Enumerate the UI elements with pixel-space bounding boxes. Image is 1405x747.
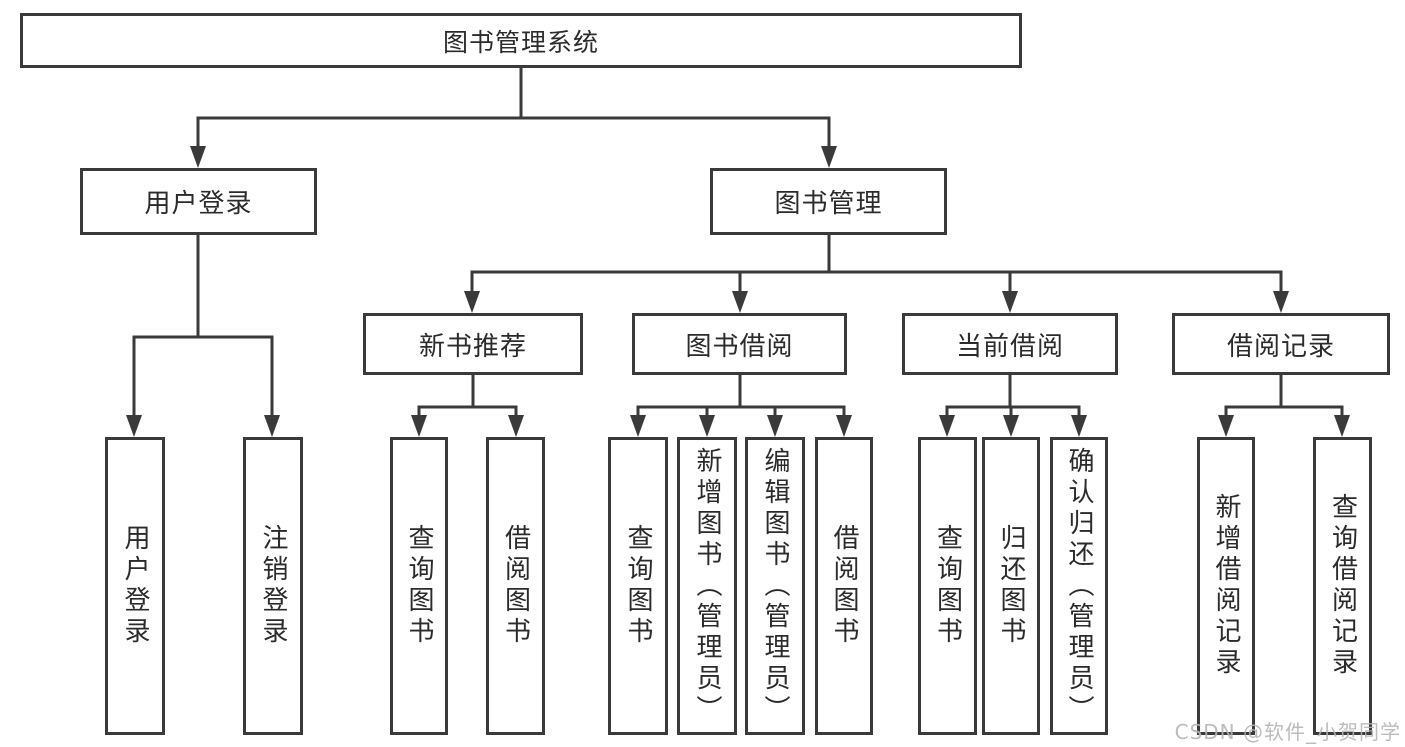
arrow-down-icon [1334, 415, 1350, 437]
arrow-down-icon [732, 291, 748, 313]
arrow-down-icon [836, 415, 852, 437]
leaf-query-borrow-record: 查询借阅记录 [1313, 437, 1372, 735]
connector-leaf-splits [417, 375, 1344, 420]
arrow-down-icon [1002, 291, 1018, 313]
arrow-down-icon [630, 415, 646, 437]
connector-root-split [196, 68, 831, 150]
leaf-label: 借阅图书 [500, 524, 531, 648]
leaf-label: 查询图书 [623, 524, 653, 648]
arrow-down-icon [1071, 415, 1087, 437]
leaf-label: 注销登录 [258, 524, 288, 648]
connector-line-group [132, 68, 1344, 420]
leaf-user-login: 用户登录 [105, 437, 165, 735]
leaf-query-books-borrowing: 查询图书 [608, 437, 668, 735]
node-label: 图书借阅 [685, 331, 794, 362]
arrow-down-icon [464, 291, 480, 313]
arrow-down-icon [939, 415, 955, 437]
node-label: 当前借阅 [955, 331, 1064, 362]
node-borrow-records: 借阅记录 [1172, 313, 1390, 375]
leaf-label: 确认归还（管理员） [1064, 446, 1094, 726]
leaf-label: 用户登录 [120, 524, 150, 648]
leaf-label: 编辑图书（管理员） [760, 446, 790, 726]
leaf-logout: 注销登录 [243, 437, 303, 735]
node-system-root: 图书管理系统 [20, 13, 1022, 68]
node-label: 新书推荐 [418, 331, 527, 362]
leaf-add-books-admin: 新增图书（管理员） [677, 437, 737, 735]
arrow-down-icon [821, 146, 837, 168]
node-label: 图书管理 [774, 189, 883, 219]
node-current-borrowing: 当前借阅 [902, 313, 1118, 375]
leaf-add-borrow-record: 新增借阅记录 [1197, 437, 1255, 735]
arrow-down-icon [1273, 291, 1289, 313]
csdn-watermark: CSDN @软件_小贺同学 [1174, 720, 1401, 744]
leaf-label: 新增借阅记录 [1211, 493, 1241, 679]
node-label: 图书管理系统 [442, 27, 599, 57]
arrow-down-icon [411, 415, 427, 437]
connector-bookmgmt-split [470, 235, 1283, 296]
node-user-login: 用户登录 [80, 168, 317, 235]
arrow-down-icon [767, 415, 783, 437]
node-book-management: 图书管理 [710, 168, 947, 235]
arrow-down-icon [264, 415, 280, 437]
leaf-label: 查询图书 [404, 524, 434, 648]
leaf-label: 归还图书 [996, 524, 1026, 648]
arrow-down-icon [1003, 415, 1019, 437]
leaf-return-books: 归还图书 [982, 437, 1040, 735]
arrow-down-icon [508, 415, 524, 437]
leaf-label: 查询图书 [932, 524, 963, 648]
arrow-down-icon [126, 415, 142, 437]
node-label: 借阅记录 [1226, 331, 1335, 362]
arrow-down-icon [190, 146, 206, 168]
connector-userlogin-split [132, 235, 274, 420]
leaf-borrow-books: 借阅图书 [815, 437, 873, 735]
leaf-label: 查询借阅记录 [1327, 493, 1358, 679]
leaf-label: 借阅图书 [829, 524, 859, 648]
leaf-confirm-return-admin: 确认归还（管理员） [1050, 437, 1108, 735]
leaf-query-books-recommend: 查询图书 [390, 437, 448, 735]
arrow-down-icon [699, 415, 715, 437]
arrowhead-group [126, 146, 1350, 437]
node-label: 用户登录 [144, 189, 253, 219]
leaf-edit-books-admin: 编辑图书（管理员） [745, 437, 805, 735]
node-new-book-recommend: 新书推荐 [363, 313, 583, 375]
leaf-borrow-books-recommend: 借阅图书 [486, 437, 545, 735]
arrow-down-icon [1218, 415, 1234, 437]
leaf-query-books-current: 查询图书 [918, 437, 977, 735]
leaf-label: 新增图书（管理员） [692, 446, 722, 726]
node-book-borrowing: 图书借阅 [632, 313, 847, 375]
